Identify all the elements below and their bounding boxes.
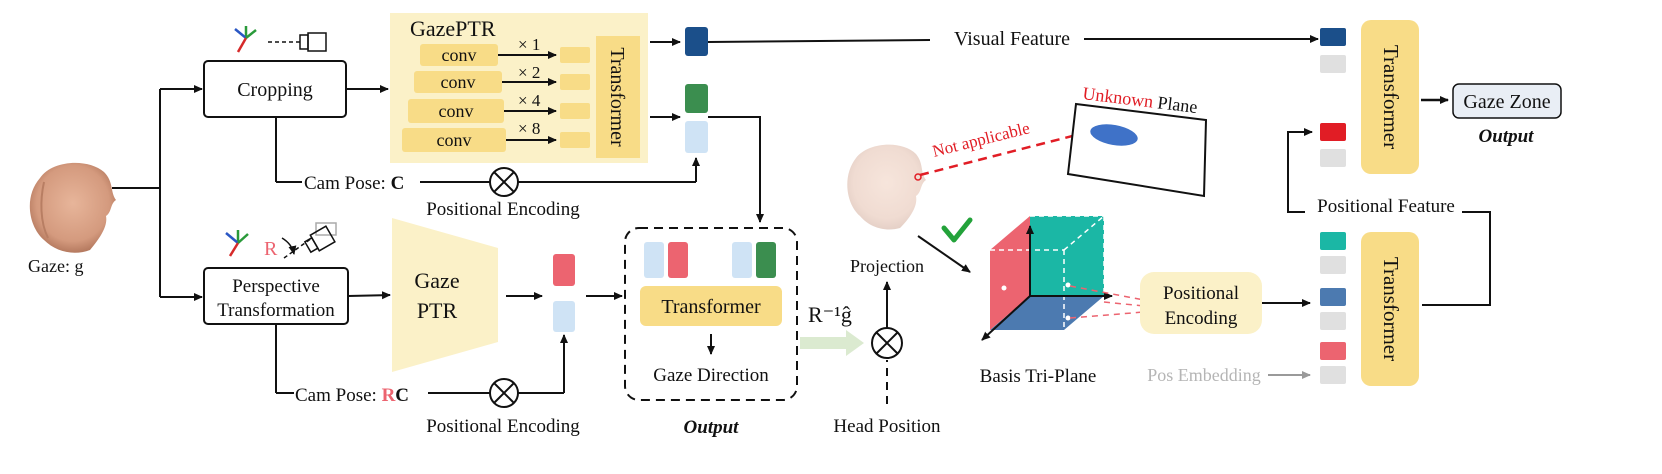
gaze-origin-point — [914, 173, 922, 181]
rotated-camera-icon — [281, 222, 337, 259]
fusion-transformer-block — [640, 286, 782, 326]
positional-feature-label: Positional Feature — [1317, 196, 1455, 217]
positional-feature-line-right — [1422, 211, 1491, 306]
coordinate-axes-icon — [234, 26, 257, 53]
feature-tokens — [560, 47, 590, 148]
perspective-label-line2: Transformation — [217, 300, 335, 321]
r-label: R — [264, 238, 278, 260]
cam-pose-bottom-connector — [275, 324, 568, 394]
light-blue-token — [685, 121, 708, 153]
conv-block — [420, 44, 498, 66]
gaze-zone-token — [1320, 123, 1346, 141]
positional-feature-arrow — [1287, 128, 1313, 213]
camera-icon — [268, 32, 327, 52]
teal-token — [1320, 232, 1346, 250]
multiplier-label: × 8 — [518, 119, 540, 138]
faded-face-image — [847, 144, 926, 230]
input-face-image — [29, 162, 116, 253]
gray-token — [1320, 366, 1346, 384]
not-applicable-arrow — [919, 131, 1085, 177]
positional-encoding-line1: Positional — [1163, 283, 1239, 304]
conv-label: conv — [439, 101, 474, 121]
gaze-zone-output-label: Output — [1479, 126, 1535, 147]
conv-label: conv — [442, 45, 477, 65]
steel-blue-token — [1320, 288, 1346, 306]
green-token — [685, 84, 708, 113]
visual-token — [685, 27, 708, 56]
conv-stack: conv conv conv conv — [402, 44, 506, 152]
inner-transformer-label: Transformer — [606, 47, 628, 147]
pos-embedding-label: Pos Embedding — [1147, 365, 1261, 385]
visual-feature-line — [707, 39, 931, 43]
coordinate-axes-icon — [225, 230, 249, 257]
perspective-arrow — [347, 291, 391, 300]
red-token — [553, 254, 575, 286]
visual-feature-token — [1320, 28, 1346, 46]
fusion-tokens — [644, 242, 776, 278]
gaze-zone-box — [1452, 83, 1562, 119]
otimes-icon — [489, 378, 519, 408]
tri-plane-label: Basis Tri-Plane — [980, 366, 1097, 387]
multiplier-label: × 2 — [518, 63, 540, 82]
conv-arrows — [498, 51, 557, 144]
otimes-icon — [871, 327, 903, 359]
transformer-bottom-block — [1361, 232, 1419, 386]
gaze-ptr-trapezoid — [392, 218, 498, 372]
rotation-label: R⁻¹ĝ — [808, 302, 852, 327]
unknown-plane — [1066, 102, 1208, 198]
gray-token — [1320, 312, 1346, 330]
gaze-target-ellipse — [1090, 124, 1138, 146]
cam-pose-bottom-label: Cam Pose: RC — [295, 385, 409, 406]
light-blue-token-bottom — [553, 301, 575, 332]
check-icon — [941, 217, 973, 243]
otimes-icon — [489, 167, 519, 197]
perspective-label-line1: Perspective — [232, 276, 320, 297]
positional-encoding-box — [1140, 272, 1262, 334]
transformer-bottom-label: Transformer — [1379, 257, 1403, 361]
gazeptr-title: GazePTR — [410, 16, 496, 41]
input-connector — [112, 85, 203, 301]
transformer-top-block — [1361, 20, 1419, 174]
gaze-ptr-line2: PTR — [417, 298, 458, 323]
triplane-to-encoding-lines — [1069, 285, 1145, 319]
multiplier-label: × 4 — [518, 91, 541, 110]
gray-token — [1320, 149, 1346, 167]
green-arrow — [800, 330, 864, 356]
conv-block — [408, 99, 504, 123]
red-pos-token — [1320, 342, 1346, 360]
transformer-top-label: Transformer — [1379, 45, 1403, 149]
projection-label: Projection — [850, 256, 924, 276]
cropping-label: Cropping — [237, 79, 313, 101]
conv-block — [414, 71, 502, 93]
projection-to-triplane-arrow — [917, 235, 971, 273]
gray-token — [1320, 55, 1346, 73]
cam-pose-top-connector — [275, 117, 700, 183]
conv-label: conv — [437, 130, 472, 150]
multiplier-labels: × 1 × 2 × 4 × 8 — [518, 35, 541, 138]
fusion-transformer-label: Transformer — [661, 296, 761, 318]
multiplier-label: × 1 — [518, 35, 540, 54]
conv-block — [402, 128, 506, 152]
gaze-direction-label: Gaze Direction — [653, 365, 769, 386]
cam-pose-top-label: Cam Pose: C — [304, 173, 404, 194]
input-gaze-label: Gaze: g — [28, 256, 83, 276]
gaze-ptr-line1: Gaze — [414, 268, 459, 293]
head-position-label: Head Position — [833, 416, 941, 437]
not-applicable-label: Not applicable — [930, 118, 1031, 161]
positional-encoding-bottom-label: Positional Encoding — [426, 416, 580, 437]
tri-plane-cube — [981, 215, 1113, 341]
conv-label: conv — [441, 72, 476, 92]
top-to-fusion-arrow — [708, 116, 764, 223]
gaze-zone-label: Gaze Zone — [1463, 91, 1550, 113]
fusion-output-label: Output — [684, 417, 740, 438]
inner-transformer-block — [596, 36, 640, 158]
visual-feature-label: Visual Feature — [954, 28, 1070, 50]
positional-encoding-line2: Encoding — [1165, 308, 1238, 329]
gray-token — [1320, 256, 1346, 274]
positional-encoding-top-label: Positional Encoding — [426, 199, 580, 220]
